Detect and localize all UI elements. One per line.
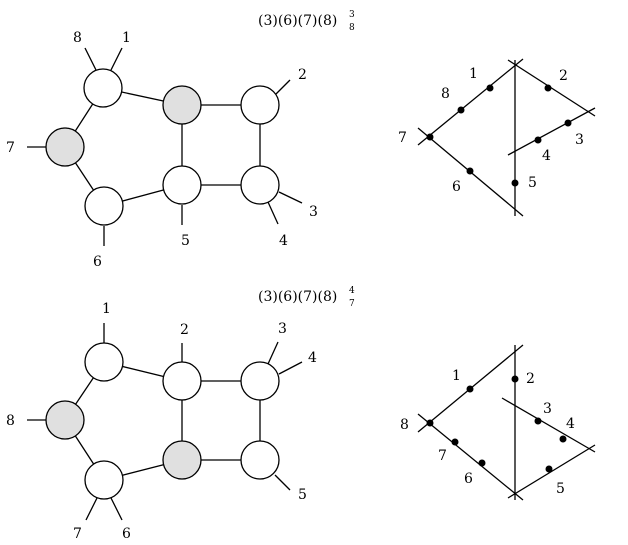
dot <box>511 179 519 187</box>
top-caption-base: (3)(6)(7)(8) <box>258 13 337 29</box>
leg-label: 3 <box>278 321 287 337</box>
dual-label: 3 <box>543 401 552 417</box>
dual-line <box>507 107 596 156</box>
bottom-graph-labels: 1 2 3 4 8 5 7 6 <box>6 301 317 542</box>
node-white <box>162 165 202 205</box>
leg-7 <box>85 497 98 521</box>
leg-label: 8 <box>73 30 82 46</box>
top-dual-dots <box>426 84 572 187</box>
leg-label: 7 <box>6 140 15 156</box>
dual-line <box>417 58 524 146</box>
dual-label: 3 <box>575 132 584 148</box>
dual-line <box>507 444 596 499</box>
dot <box>426 133 434 141</box>
top-graph-labels: 8 1 2 7 3 4 5 6 <box>6 30 318 270</box>
leg-1 <box>110 47 123 71</box>
dot <box>534 136 542 144</box>
leg-label: 2 <box>180 322 189 338</box>
dot <box>486 84 494 92</box>
node-white <box>84 186 124 226</box>
bottom-caption-base: (3)(6)(7)(8) <box>258 289 337 305</box>
dot <box>478 459 486 467</box>
dual-label: 8 <box>400 417 409 433</box>
dot <box>545 465 553 473</box>
dual-label: 4 <box>566 416 575 432</box>
node-white <box>240 440 280 480</box>
leg-2 <box>274 79 291 96</box>
leg-label: 4 <box>279 233 288 249</box>
dual-label: 2 <box>526 371 535 387</box>
leg-label: 6 <box>122 526 131 542</box>
node-shaded <box>162 85 202 125</box>
leg-label: 5 <box>298 487 307 503</box>
bottom-dual <box>417 344 596 501</box>
node-white <box>84 460 124 500</box>
leg-6 <box>110 497 123 521</box>
dual-line <box>417 413 524 501</box>
dual-label: 2 <box>559 68 568 84</box>
bottom-caption: (3)(6)(7)(8) 4 7 <box>258 286 355 309</box>
leg-label: 7 <box>73 526 82 542</box>
leg-4 <box>267 201 279 225</box>
dual-label: 8 <box>441 86 450 102</box>
dual-label: 7 <box>438 448 447 464</box>
bottom-dual-labels: 1 2 3 4 8 7 6 5 <box>400 368 575 497</box>
dot <box>511 375 519 383</box>
dot <box>426 419 434 427</box>
dot <box>559 435 567 443</box>
dual-label: 5 <box>528 175 537 191</box>
leg-3 <box>267 341 279 365</box>
top-caption: (3)(6)(7)(8) 3 8 <box>258 10 355 33</box>
node-white <box>84 342 124 382</box>
leg-label: 1 <box>102 301 111 317</box>
leg-label: 8 <box>6 413 15 429</box>
leg-label: 1 <box>122 30 131 46</box>
leg-label: 4 <box>308 350 317 366</box>
bottom-dual-dots <box>426 375 567 473</box>
leg-8 <box>84 47 97 71</box>
dual-label: 1 <box>452 368 461 384</box>
dot <box>466 167 474 175</box>
node-shaded <box>45 400 85 440</box>
node-shaded <box>45 127 85 167</box>
dual-line <box>501 397 596 453</box>
bottom-caption-sub: 7 <box>349 299 355 309</box>
top-caption-sup: 3 <box>349 10 355 20</box>
bottom-graph <box>27 323 303 521</box>
node-white <box>83 68 123 108</box>
dual-label: 7 <box>398 130 407 146</box>
dot <box>564 119 572 127</box>
dot <box>451 438 459 446</box>
dot <box>544 84 552 92</box>
dual-label: 6 <box>464 471 473 487</box>
node-shaded <box>162 440 202 480</box>
dual-label: 4 <box>542 148 551 164</box>
dot <box>534 417 542 425</box>
dot <box>466 385 474 393</box>
node-white <box>240 165 280 205</box>
leg-4 <box>278 361 303 375</box>
leg-label: 3 <box>309 204 318 220</box>
bottom-caption-sup: 4 <box>349 286 355 296</box>
dual-label: 1 <box>469 66 478 82</box>
node-white <box>162 361 202 401</box>
dot <box>457 106 465 114</box>
dual-label: 5 <box>556 481 565 497</box>
node-white <box>240 85 280 125</box>
top-graph <box>27 47 303 246</box>
dual-label: 6 <box>452 179 461 195</box>
leg-label: 2 <box>298 67 307 83</box>
node-white <box>240 361 280 401</box>
top-dual-labels: 1 2 8 7 3 4 6 5 <box>398 66 584 195</box>
top-dual <box>417 58 596 217</box>
leg-label: 6 <box>93 254 102 270</box>
leg-3 <box>278 191 303 204</box>
leg-label: 5 <box>181 233 190 249</box>
leg-5 <box>274 474 291 491</box>
top-caption-sub: 8 <box>349 23 355 33</box>
